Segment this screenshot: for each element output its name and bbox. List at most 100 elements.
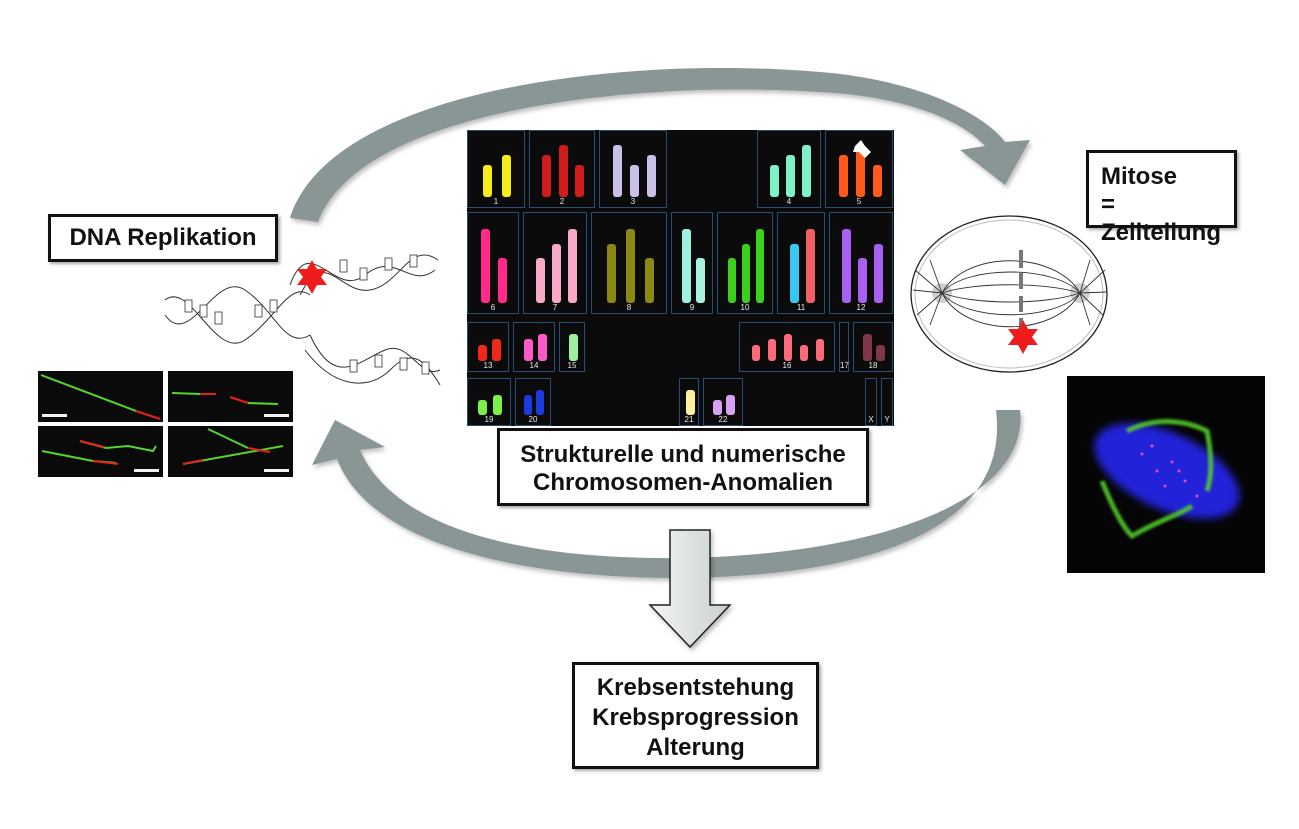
chromosome <box>767 339 777 361</box>
chromosome <box>857 257 867 303</box>
chromosome-number: 10 <box>740 303 750 312</box>
chromosome <box>482 165 492 197</box>
chromosome <box>498 257 508 303</box>
karyotype-cell: 19 <box>467 378 511 426</box>
chromosome <box>606 243 616 303</box>
karyotype-cell: 1 <box>467 130 525 208</box>
mitosis-micrograph <box>1067 376 1265 573</box>
chromosome <box>491 339 501 361</box>
chromosome <box>478 399 488 415</box>
karyotype-cell: 15 <box>559 322 585 372</box>
chromosome <box>755 229 765 303</box>
karyotype-cell: 17 <box>839 322 849 372</box>
chromosome <box>681 229 691 303</box>
fiber-panel <box>38 371 163 422</box>
chromosome-number: 7 <box>552 303 558 312</box>
chromosome-number: 12 <box>856 303 866 312</box>
chromosome <box>644 257 654 303</box>
white-arrow-icon <box>853 140 871 158</box>
chromosome <box>862 334 872 361</box>
chromosome-number: 13 <box>483 361 493 370</box>
chromosome <box>535 257 545 303</box>
chromosome-anomalies-label: Strukturelle und numerische Chromosomen-… <box>497 428 869 506</box>
karyotype-cell: 18 <box>853 322 893 372</box>
chromosome <box>741 243 751 303</box>
karyotype-cell: 14 <box>513 322 555 372</box>
karyotype-cell: 4 <box>757 130 821 208</box>
chromosome <box>523 339 533 361</box>
chromosome-number: 15 <box>567 361 577 370</box>
chromosome-number: 9 <box>689 303 695 312</box>
chromosome-number: 18 <box>868 361 878 370</box>
chromosome <box>815 339 825 361</box>
karyotype-cell: X <box>865 378 877 426</box>
outcome-aging: Alterung <box>646 734 745 761</box>
karyotype-cell: 21 <box>679 378 699 426</box>
dna-replication-label: DNA Replikation <box>48 214 278 262</box>
top-cycle-arrow <box>290 67 1030 222</box>
chromosome-number: 22 <box>718 415 728 424</box>
chromosome <box>872 165 882 197</box>
outcome-cancer-progression: Krebsprogression <box>592 704 799 731</box>
mitotic-cell-diagram <box>910 215 1108 373</box>
mitosis-line-2: = Zellteilung <box>1101 191 1221 246</box>
chromosome-number: Y <box>884 415 890 424</box>
chromosome <box>751 344 761 361</box>
karyotype-cell: 11 <box>777 212 825 314</box>
chromosome-number: 17 <box>840 361 849 370</box>
chromosome <box>712 399 722 415</box>
chromosome <box>783 334 793 361</box>
chromosome <box>801 144 811 197</box>
chromosome-number: 19 <box>484 415 494 424</box>
chromosome <box>855 144 865 197</box>
chromosome-number: 8 <box>626 303 632 312</box>
chromosome <box>558 144 568 197</box>
chromosome <box>785 154 795 197</box>
karyotype-cell: 6 <box>467 212 519 314</box>
karyotype-cell: 12 <box>829 212 893 314</box>
chromosome <box>568 334 578 361</box>
chromosome <box>537 334 547 361</box>
chromosome <box>646 154 656 197</box>
karyotype-cell: 5 <box>825 130 893 208</box>
chromosome-number: 4 <box>786 197 792 206</box>
chromosome <box>625 229 635 303</box>
chromosome <box>477 344 487 361</box>
chromosome <box>799 344 809 361</box>
chromosome <box>575 165 584 197</box>
karyotype-cell: 13 <box>467 322 509 372</box>
chromosome <box>789 243 799 303</box>
chromosome <box>695 257 705 303</box>
chromosome <box>535 389 545 415</box>
chromosome <box>685 389 695 415</box>
chromosome <box>726 394 736 415</box>
karyotype-cell: 16 <box>739 322 835 372</box>
chromosome-number: 20 <box>528 415 538 424</box>
chromosome-number: 5 <box>856 197 862 206</box>
chromosome <box>841 229 851 303</box>
chromosome <box>502 154 512 197</box>
chromosome <box>727 257 737 303</box>
chromosome-number: 21 <box>684 415 694 424</box>
dna-replication-fork <box>164 254 441 386</box>
dna-replication-text: DNA Replikation <box>69 224 257 251</box>
karyotype-cell: 10 <box>717 212 773 314</box>
chromosome-number: 6 <box>490 303 496 312</box>
karyotype-cell: 3 <box>599 130 667 208</box>
dna-fiber-images <box>38 371 294 477</box>
anomalies-line-2: Chromosomen-Anomalien <box>532 469 834 496</box>
karyotype-cell: 20 <box>515 378 551 426</box>
chromosome-number: 16 <box>782 361 792 370</box>
chromosome-number: 11 <box>796 303 806 312</box>
fiber-panel <box>38 426 163 477</box>
outcome-cancer-development: Krebsentstehung <box>596 674 795 701</box>
chromosome-number: X <box>868 415 874 424</box>
chromosome <box>551 243 561 303</box>
karyotype-cell: Y <box>881 378 893 426</box>
chromosome-number: 3 <box>630 197 636 206</box>
down-arrow <box>648 529 732 649</box>
chromosome <box>769 165 779 197</box>
anomalies-line-1: Strukturelle und numerische <box>520 441 846 468</box>
